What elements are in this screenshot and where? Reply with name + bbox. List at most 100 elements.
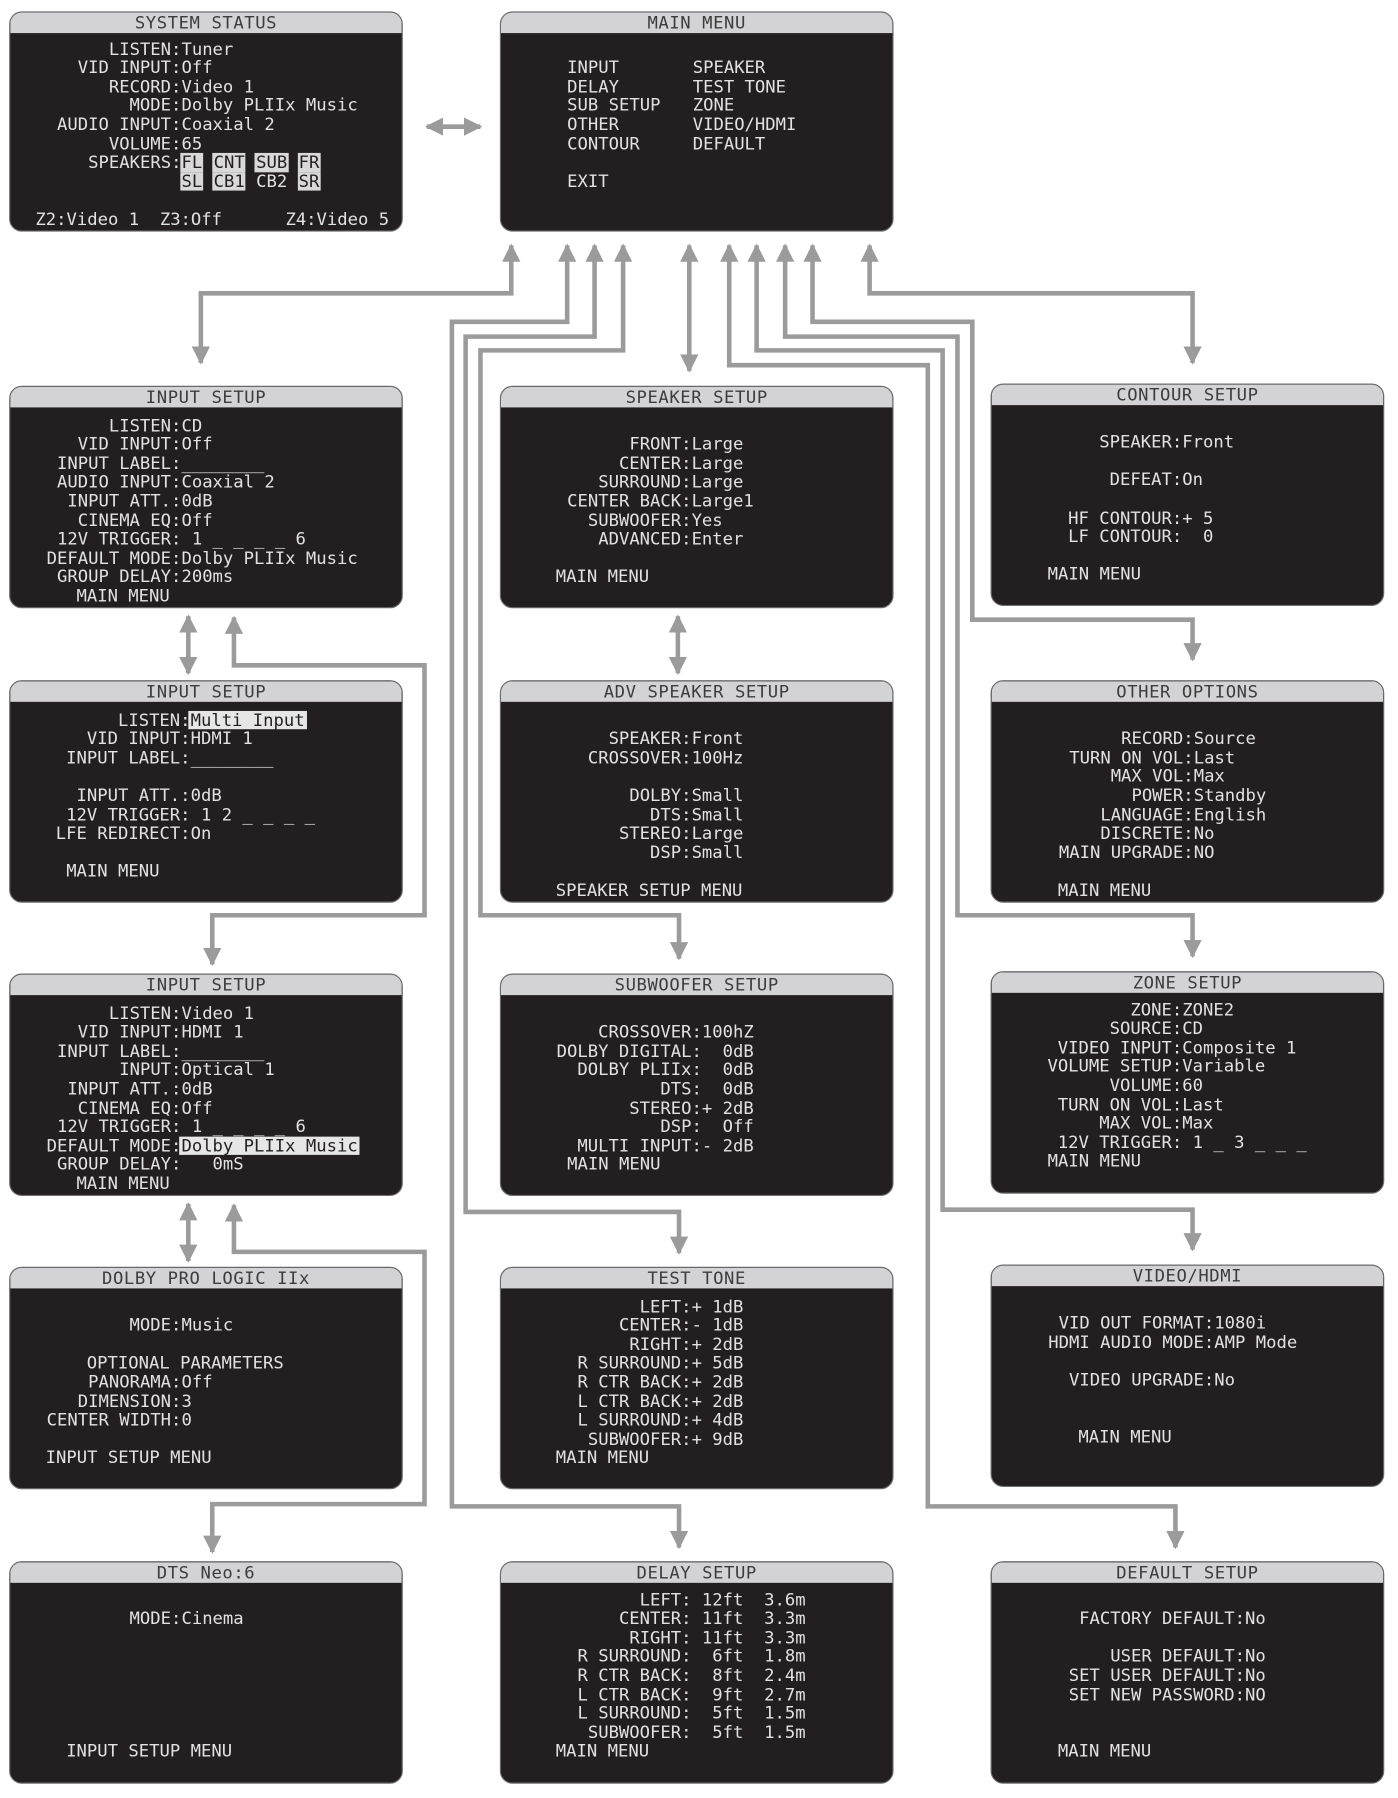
setting-value[interactable]: 100Hz [691, 747, 744, 768]
setting-value[interactable]: + 2dB [691, 1333, 744, 1355]
setting-value[interactable]: 0dB [181, 490, 213, 512]
menu-link[interactable]: INPUT SETUP MENU [66, 1740, 233, 1762]
menu-row[interactable]: MAIN MENU [501, 1155, 892, 1174]
menu-row[interactable]: MAIN MENU [501, 1742, 892, 1761]
setting-value[interactable]: Off [181, 1371, 213, 1393]
menu-link[interactable]: MAIN MENU [1047, 564, 1141, 585]
setting-value[interactable]: 0dB [190, 785, 222, 806]
setting-value[interactable]: Enter [691, 528, 744, 550]
menu-link[interactable]: MAIN MENU [555, 1740, 650, 1762]
menu-link[interactable]: MAIN MENU [76, 585, 170, 606]
setting-value[interactable]: HDMI 1 [181, 1021, 244, 1043]
menu-link[interactable]: MAIN MENU [1057, 879, 1152, 901]
setting-value[interactable]: Last [1193, 747, 1236, 768]
setting-value[interactable]: 0dB [701, 1078, 754, 1099]
setting-value[interactable]: No [1193, 822, 1215, 844]
setting-value[interactable]: Large [691, 471, 744, 493]
main-menu-item-sub-setup[interactable]: SUB SETUP [567, 95, 661, 116]
setting-value[interactable]: + 4dB [691, 1409, 744, 1431]
setting-value[interactable]: Large [691, 822, 744, 844]
setting-value[interactable]: Front [1182, 431, 1235, 453]
setting-value[interactable]: No [1245, 1645, 1266, 1667]
setting-value[interactable]: 9ft 2.7m [691, 1683, 806, 1705]
setting-value[interactable]: + 2dB [691, 1390, 744, 1412]
setting-value[interactable]: + 5 [1182, 507, 1214, 528]
setting-value[interactable]: Small [691, 803, 744, 825]
setting-value[interactable]: 200ms [181, 566, 234, 587]
setting-value[interactable]: 0 [1182, 526, 1214, 547]
setting-value[interactable]: Standby [1193, 785, 1267, 806]
menu-row[interactable]: MAIN MENU [992, 1427, 1383, 1446]
setting-value[interactable]: HDMI 1 [190, 728, 253, 749]
setting-value[interactable]: Optical 1 [181, 1059, 275, 1080]
setting-value[interactable]: Dolby PLIIx Music [179, 1136, 361, 1156]
setting-value[interactable]: Multi Input [188, 710, 307, 730]
menu-row[interactable]: MAIN MENU [992, 565, 1383, 584]
setting-value[interactable]: On [1182, 469, 1204, 490]
setting-value[interactable]: 1 2 _ _ _ _ [190, 803, 316, 825]
menu-link[interactable]: SPEAKER SETUP MENU [555, 879, 743, 901]
menu-row[interactable]: MAIN MENU [10, 586, 401, 605]
menu-link[interactable]: OPTIONAL PARAMETERS [86, 1352, 284, 1374]
menu-link[interactable]: MAIN MENU [1078, 1426, 1172, 1447]
setting-value[interactable]: Composite 1 [1182, 1036, 1297, 1058]
setting-value[interactable]: Tuner [181, 38, 234, 59]
setting-value[interactable]: AMP Mode [1214, 1331, 1298, 1352]
menu-row[interactable]: MAIN MENU [10, 862, 401, 881]
setting-value[interactable]: Yes [691, 509, 723, 531]
menu-link[interactable]: INPUT SETUP MENU [45, 1447, 212, 1468]
setting-value[interactable]: CD [1182, 1018, 1204, 1039]
setting-value[interactable]: No [1245, 1608, 1266, 1629]
main-menu-item-input[interactable]: INPUT [567, 57, 620, 78]
setting-value[interactable]: 0dB [701, 1040, 754, 1061]
menu-link[interactable]: MAIN MENU [1057, 1740, 1152, 1762]
setting-value[interactable]: NO [1193, 841, 1215, 863]
setting-value[interactable]: 0mS [181, 1154, 244, 1175]
setting-value[interactable]: Front [691, 728, 744, 749]
setting-value[interactable]: 5ft 1.5m [691, 1702, 806, 1724]
setting-value[interactable]: 1080i [1214, 1312, 1267, 1334]
setting-value[interactable]: Off [181, 1097, 213, 1118]
setting-value[interactable]: Off [181, 433, 213, 455]
main-menu-item-other[interactable]: OTHER [567, 113, 620, 135]
menu-row[interactable]: MAIN MENU [501, 1447, 892, 1468]
setting-value[interactable]: Large [691, 452, 744, 474]
setting-value[interactable]: 6ft 1.8m [691, 1645, 806, 1667]
setting-value[interactable]: Video 1 [181, 1002, 255, 1024]
setting-value[interactable]: ________ [181, 452, 265, 474]
menu-row[interactable]: OPTIONAL PARAMETERS [10, 1354, 401, 1373]
main-menu-item-exit[interactable]: EXIT [567, 170, 609, 192]
main-menu-item-video-hdmi[interactable]: VIDEO/HDMI [692, 113, 797, 135]
setting-value[interactable]: Cinema [181, 1608, 244, 1629]
menu-row[interactable]: INPUT SETUP MENU [10, 1742, 401, 1761]
setting-value[interactable]: Video 1 [181, 76, 255, 97]
menu-row[interactable]: INPUT SETUP MENU [10, 1447, 401, 1468]
setting-value[interactable]: 1 _ _ _ _ 6 [181, 528, 306, 550]
setting-value[interactable]: 100hZ [701, 1021, 754, 1043]
setting-value[interactable]: ________ [190, 747, 274, 768]
setting-value[interactable]: Coaxial 2 [181, 471, 275, 493]
menu-row[interactable]: MAIN MENU [992, 881, 1383, 900]
setting-value[interactable]: On [190, 822, 212, 844]
menu-link[interactable]: MAIN MENU [555, 1447, 650, 1468]
setting-value[interactable]: Coaxial 2 [181, 113, 275, 135]
setting-value[interactable]: NO [1245, 1683, 1266, 1705]
setting-value[interactable]: Off [181, 509, 213, 531]
setting-value[interactable]: Off [181, 57, 213, 78]
setting-value[interactable]: + 2dB [691, 1371, 744, 1393]
setting-value[interactable]: - 2dB [701, 1135, 754, 1156]
setting-value[interactable]: Music [181, 1314, 234, 1336]
setting-value[interactable]: Variable [1182, 1055, 1266, 1077]
main-menu-item-default[interactable]: DEFAULT [692, 132, 766, 154]
setting-value[interactable]: 0dB [701, 1059, 754, 1080]
setting-value[interactable]: Large1 [691, 490, 754, 512]
setting-value[interactable]: Large [691, 433, 744, 455]
setting-value[interactable]: No [1245, 1664, 1266, 1686]
setting-value[interactable]: Max [1193, 766, 1225, 787]
setting-value[interactable]: Off [701, 1116, 754, 1137]
setting-value[interactable]: 11ft 3.3m [691, 1626, 806, 1648]
setting-value[interactable]: - 1dB [691, 1314, 744, 1336]
setting-value[interactable]: 1 _ 3 _ _ _ [1182, 1131, 1307, 1153]
setting-value[interactable]: Small [691, 785, 744, 806]
menu-row[interactable]: SPEAKER SETUP MENU [501, 881, 892, 900]
